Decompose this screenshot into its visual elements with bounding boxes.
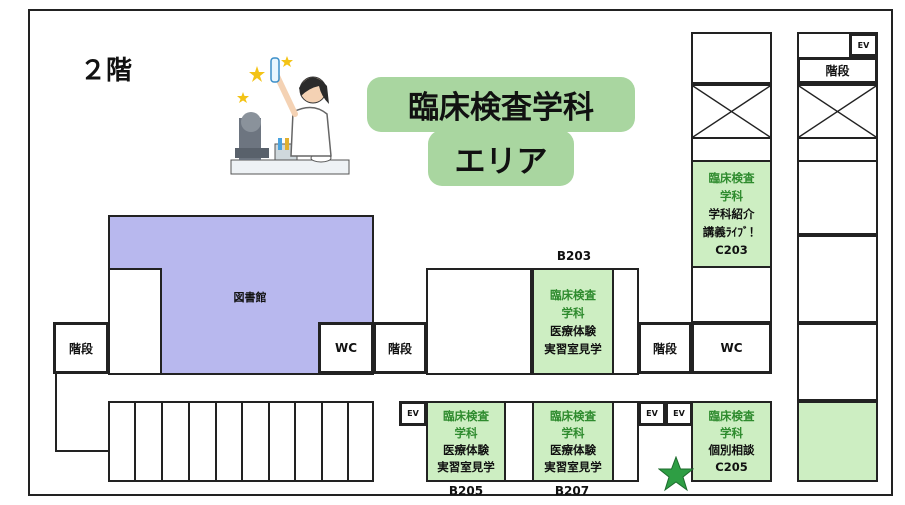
east-wing-green-room	[797, 401, 878, 482]
floor-label: ２階	[80, 56, 133, 86]
room-b205[interactable]: 臨床検査 学科 医療体験 実習室見学	[426, 401, 506, 482]
room-c203[interactable]: 臨床検査 学科 学科紹介 講義ﾗｲﾌﾞ！ C203	[691, 160, 772, 268]
stairs-right[interactable]: 階段	[638, 322, 692, 374]
corridor-line-left	[55, 374, 57, 452]
library-label: 図書館	[233, 291, 267, 304]
east-wing-void	[797, 84, 878, 139]
ev-east[interactable]: EV	[849, 33, 878, 57]
area-subtitle: エリア	[454, 143, 548, 180]
area-title: 臨床検査学科	[408, 90, 594, 126]
wc-left[interactable]: WC	[318, 322, 374, 374]
stairs-east[interactable]: 階段	[797, 57, 878, 84]
room-code-b207: B207	[554, 484, 590, 498]
scientist-illustration	[225, 52, 355, 178]
east-wing-cell-1	[797, 160, 878, 235]
ev-bottom-right-2[interactable]: EV	[665, 401, 693, 426]
library-inner-white	[108, 268, 162, 375]
current-location-star-icon	[657, 455, 695, 492]
area-subtitle-badge: エリア	[428, 130, 574, 186]
stairs-left[interactable]: 階段	[53, 322, 109, 374]
room-code-b203: B203	[556, 249, 592, 263]
room-block-b203-left	[426, 268, 532, 375]
area-title-badge: 臨床検査学科	[367, 77, 635, 132]
room-b207[interactable]: 臨床検査 学科 医療体験 実習室見学	[532, 401, 614, 482]
room-code-b205: B205	[448, 484, 484, 498]
c-wing-void-1	[691, 32, 772, 84]
east-wing-cell-2	[797, 235, 878, 323]
room-b203[interactable]: 臨床検査 学科 医療体験 実習室見学	[532, 268, 614, 375]
corridor-line-bottom-left	[55, 450, 109, 452]
stairs-center-left[interactable]: 階段	[373, 322, 427, 374]
classroom-dividers	[108, 401, 374, 482]
floor-map-frame	[28, 9, 893, 496]
ev-bottom-right-1[interactable]: EV	[638, 401, 666, 426]
ev-bottom-left[interactable]: EV	[399, 401, 427, 426]
c-wing-void-2	[691, 84, 772, 139]
east-wing-cell-3	[797, 323, 878, 401]
room-c205[interactable]: 臨床検査 学科 個別相談 C205	[691, 401, 772, 482]
wc-right[interactable]: WC	[691, 322, 772, 374]
